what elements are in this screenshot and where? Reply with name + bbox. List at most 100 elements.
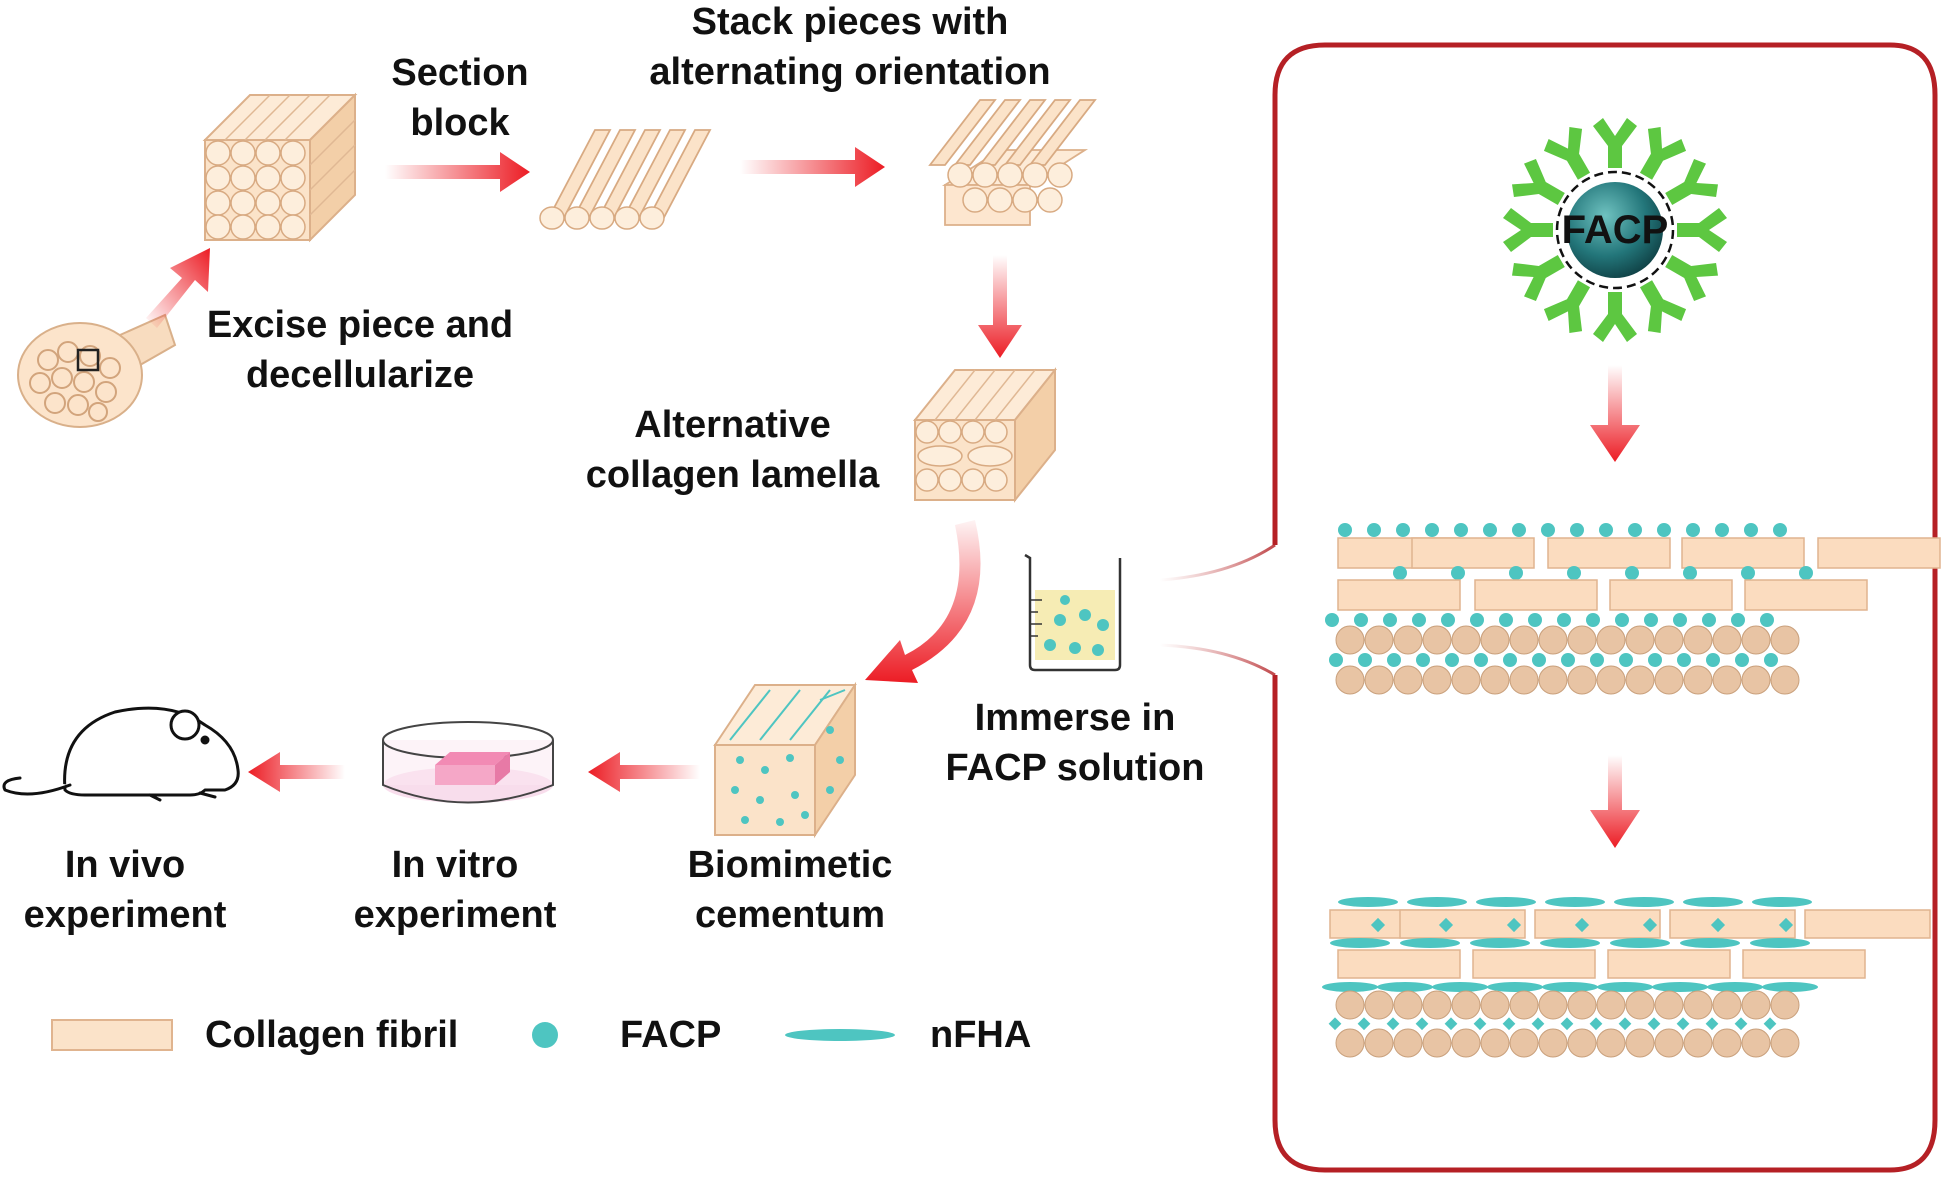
collagen-cross-section <box>1567 990 1597 1020</box>
facp-particle <box>1644 613 1658 627</box>
collagen-fibril <box>1472 949 1596 979</box>
collagen-cross-section <box>1654 625 1684 655</box>
collagen-cross-section <box>1741 1028 1771 1058</box>
collagen-cross-section <box>1712 665 1742 695</box>
nfha-platelet <box>1752 897 1812 907</box>
nfha-particle <box>1370 917 1386 933</box>
workflow-arrows <box>146 147 1022 792</box>
facp-particle <box>1590 653 1604 667</box>
antibody-icon <box>1512 254 1565 302</box>
nfha-platelet <box>1400 938 1460 948</box>
nfha-platelet <box>1377 982 1433 992</box>
nfha-particle <box>1676 1017 1690 1031</box>
collagen-cross-section <box>1335 625 1365 655</box>
collagen-cross-section <box>1422 625 1452 655</box>
antibody-icon <box>1593 118 1637 168</box>
collagen-cross-section <box>1480 625 1510 655</box>
nfha-particle <box>1502 1017 1516 1031</box>
collagen-fibril <box>1474 579 1598 611</box>
nfha-particle <box>1647 1017 1661 1031</box>
collagen-cross-section <box>1712 625 1742 655</box>
antibody-icon <box>1639 280 1687 333</box>
collagen-fibril <box>1744 579 1868 611</box>
arrow-lamella <box>978 255 1022 358</box>
collagen-cross-section <box>1741 665 1771 695</box>
mouse-illustration <box>2 706 240 802</box>
facp-particle <box>1451 566 1465 580</box>
facp-particle <box>1358 653 1372 667</box>
lamella-block <box>912 367 1058 503</box>
nfha-platelet <box>1330 938 1390 948</box>
collagen-fibril <box>1804 909 1931 939</box>
nfha-platelet <box>1750 938 1810 948</box>
facp-particle <box>1416 653 1430 667</box>
collagen-fibril <box>1669 909 1796 939</box>
antibody-shape <box>1512 254 1565 302</box>
collagen-cross-section <box>1480 1028 1510 1058</box>
collagen-cross-section <box>1596 1028 1626 1058</box>
collagen-cross-section <box>1335 1028 1365 1058</box>
nfha-particle <box>1415 1017 1429 1031</box>
facp-particle <box>1528 613 1542 627</box>
polymer-shell <box>1555 170 1675 290</box>
collagen-fibril <box>1609 579 1733 611</box>
facp-particle <box>1764 653 1778 667</box>
antibody-shape <box>1512 158 1565 206</box>
facp-particle <box>1470 613 1484 627</box>
tendon-piece-illustration <box>17 313 177 428</box>
nfha-particle <box>1642 917 1658 933</box>
collagen-fibril <box>1742 949 1866 979</box>
nfha-platelet <box>1322 982 1378 992</box>
legend-nfha-swatch <box>785 1029 895 1041</box>
collagen-cross-section <box>1335 990 1365 1020</box>
collagen-cross-section <box>1683 990 1713 1020</box>
facp-particle <box>1412 613 1426 627</box>
collagen-cross-section <box>1538 625 1568 655</box>
antibody-icon <box>1503 208 1553 252</box>
collagen-cross-section <box>1364 625 1394 655</box>
collagen-cross-section <box>1770 625 1800 655</box>
connector-top <box>1159 543 1276 582</box>
collagen-fibril <box>1337 949 1461 979</box>
collagen-cross-section <box>1509 1028 1539 1058</box>
facp-particle <box>1512 523 1526 537</box>
collagen-cross-section <box>1364 990 1394 1020</box>
collagen-cross-section <box>1683 665 1713 695</box>
stacked-layers <box>928 99 1097 226</box>
facp-particle <box>1744 523 1758 537</box>
nfha-platelet <box>1680 938 1740 948</box>
nfha-particle <box>1328 1017 1342 1031</box>
collagen-cross-section <box>1393 1028 1423 1058</box>
facp-particle <box>1532 653 1546 667</box>
facp-particle <box>1628 523 1642 537</box>
nfha-platelet <box>1470 938 1530 948</box>
facp-particle <box>1586 613 1600 627</box>
petri-dish-illustration <box>382 721 554 804</box>
collagen-cross-section <box>1596 990 1626 1020</box>
nfha-platelet <box>1476 897 1536 907</box>
sectioned-layer <box>539 129 712 230</box>
nfha-particle <box>1589 1017 1603 1031</box>
nfha-particle <box>1357 1017 1371 1031</box>
collagen-cross-section <box>1422 990 1452 1020</box>
collagen-cross-section <box>1451 665 1481 695</box>
antibody-shape <box>1665 254 1718 302</box>
nfha-mineralized-scheme <box>1322 897 1931 1058</box>
fibril-block <box>202 92 358 243</box>
facp-particle <box>1599 523 1613 537</box>
facp-particle <box>1648 653 1662 667</box>
collagen-fibril <box>1337 579 1461 611</box>
antibody-shape <box>1543 280 1591 333</box>
collagen-cross-section <box>1538 665 1568 695</box>
collagen-fibril <box>1681 537 1805 569</box>
antibody-icon <box>1677 208 1727 252</box>
legend-collagen-swatch <box>51 1019 173 1051</box>
nfha-particle <box>1438 917 1454 933</box>
nfha-particle <box>1386 1017 1400 1031</box>
facp-particle <box>1677 653 1691 667</box>
